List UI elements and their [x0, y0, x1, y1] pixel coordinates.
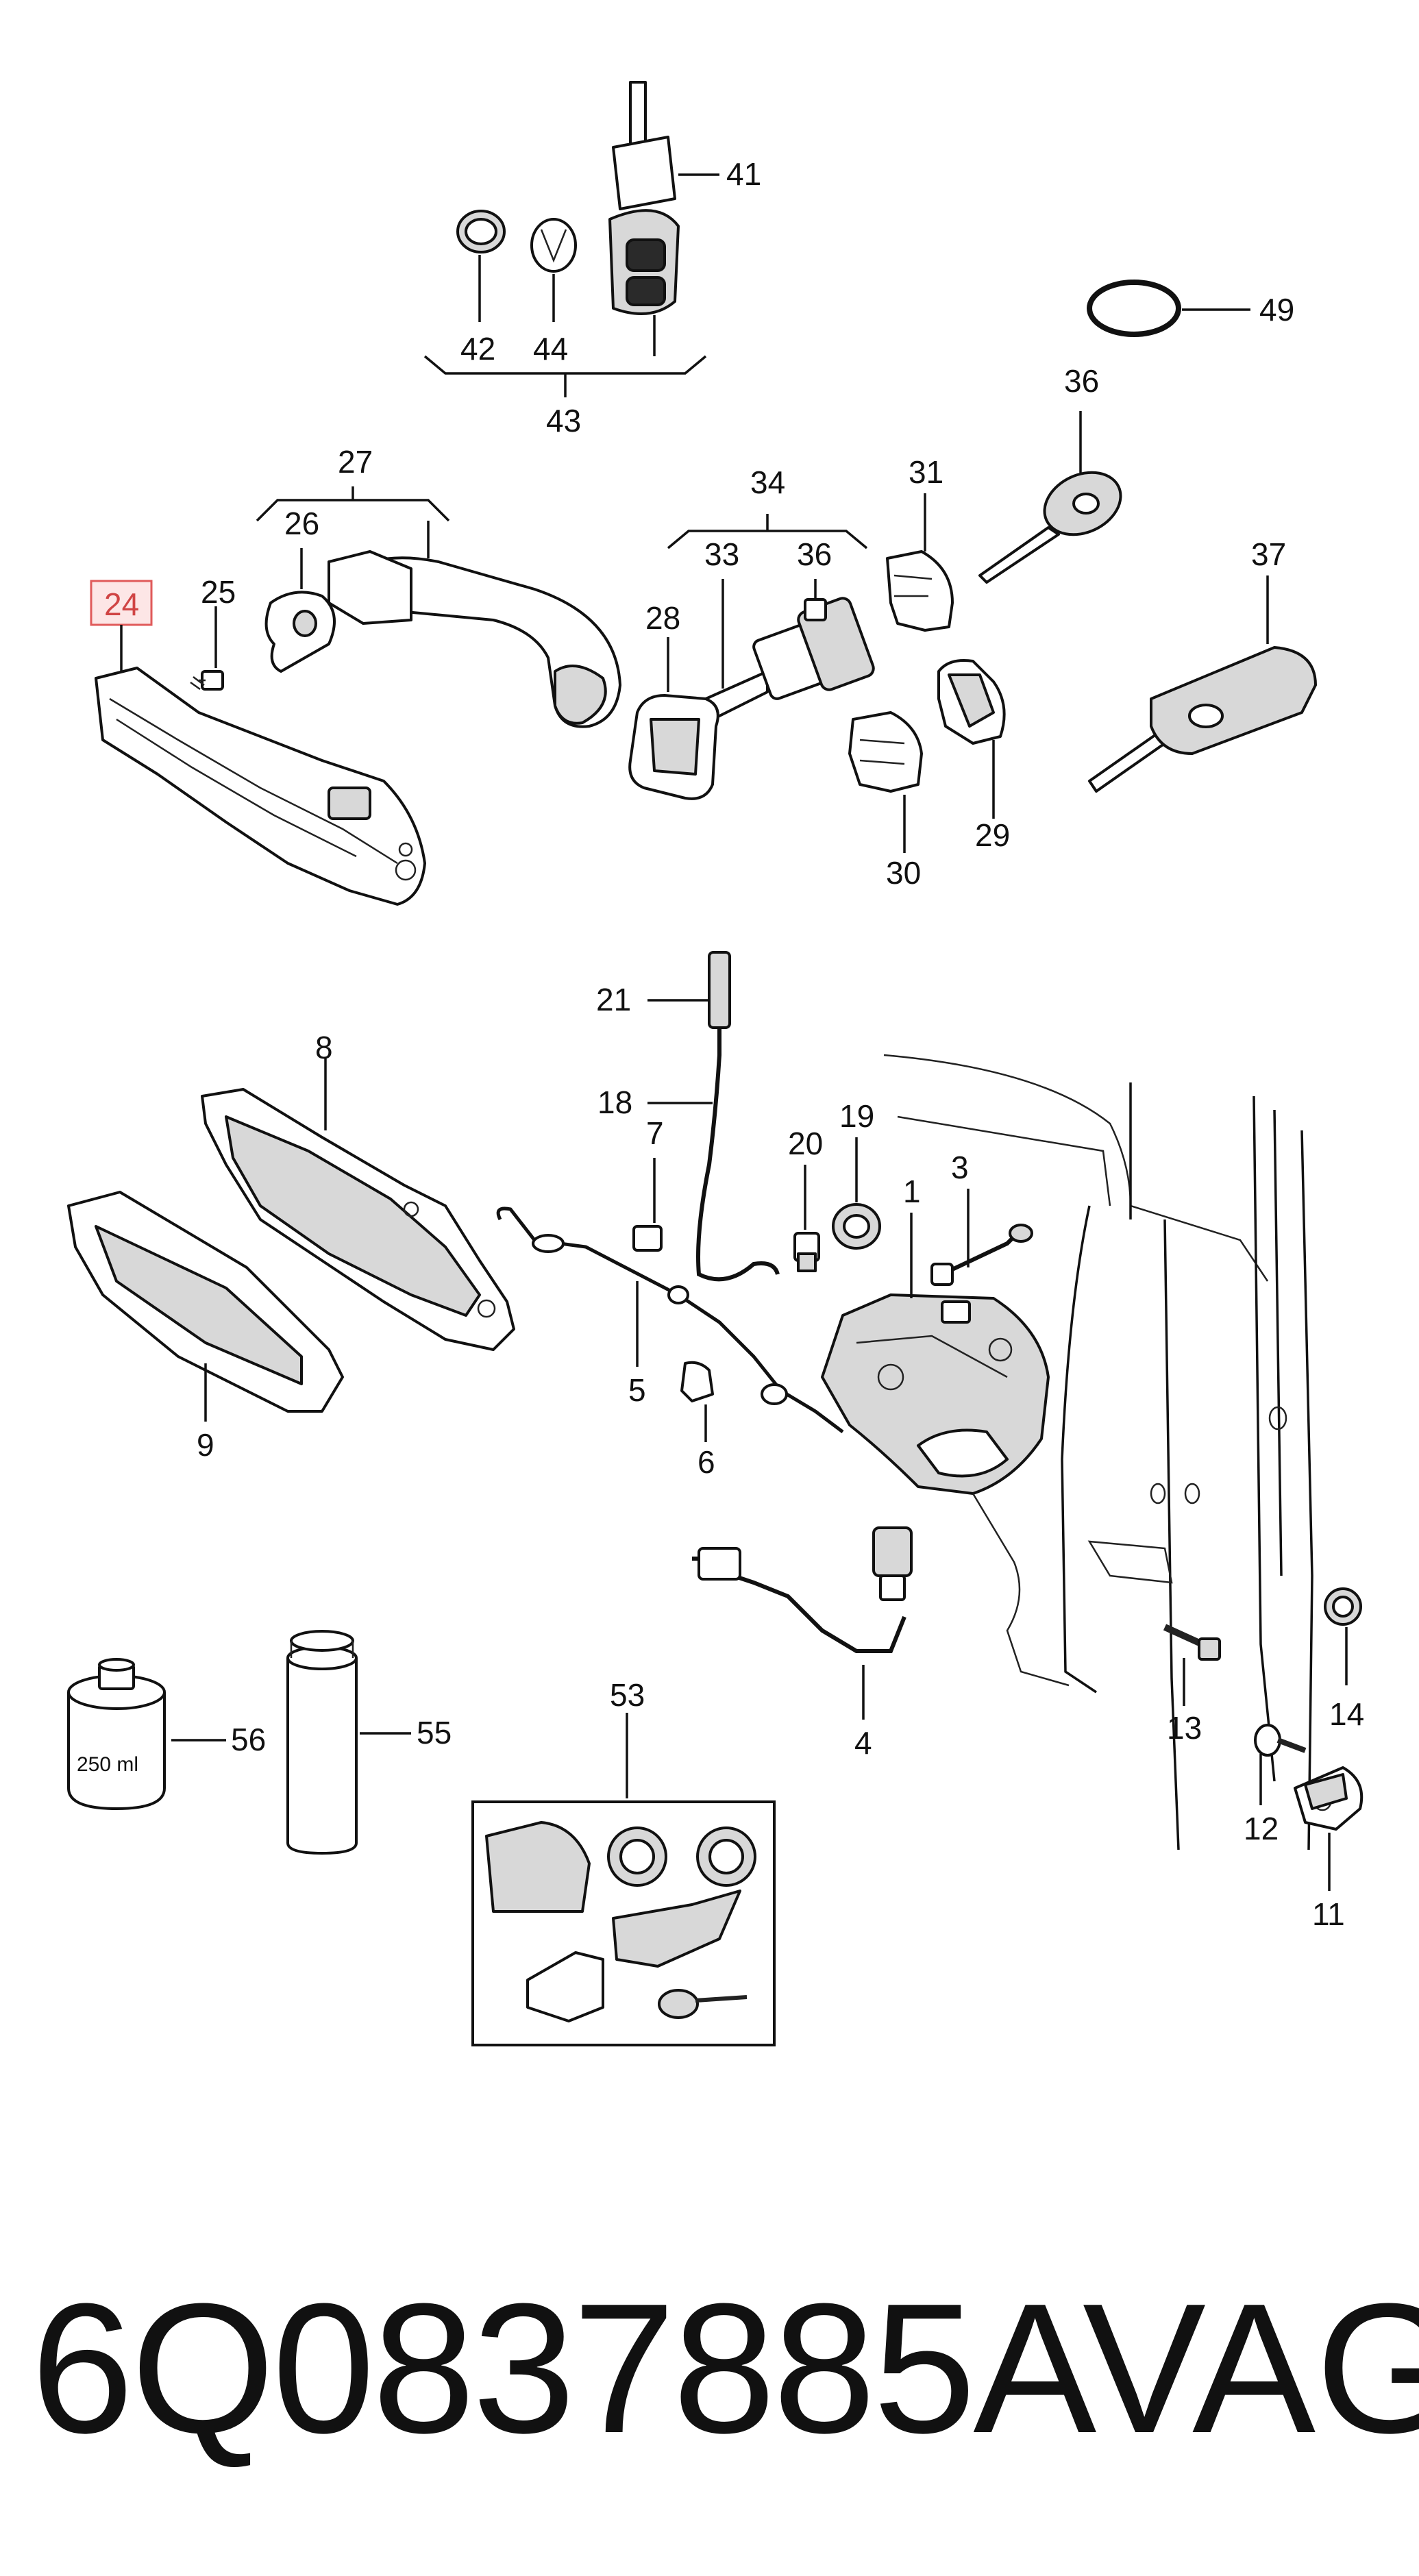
callout-53: 53 — [610, 1677, 645, 1713]
rod-21-18 — [696, 951, 780, 1282]
screw-25 — [190, 670, 224, 691]
callout-21: 21 — [596, 982, 631, 1017]
callout-49: 49 — [1259, 292, 1294, 327]
callout-4: 4 — [854, 1725, 872, 1761]
remote-key-37 — [1088, 646, 1317, 793]
lock-cylinder-33 — [704, 597, 875, 721]
grease-can-56 — [67, 1658, 166, 1810]
cable-5 — [496, 1206, 844, 1433]
callout-28: 28 — [645, 600, 680, 636]
handle-bracket-24 — [95, 667, 426, 906]
cover-29 — [937, 659, 1006, 745]
brand-name: VAG — [1083, 2266, 1419, 2472]
bolt-13 — [1163, 1624, 1221, 1661]
cap-30 — [848, 711, 923, 793]
cap-42 — [456, 210, 506, 253]
grommet-19 — [832, 1203, 881, 1250]
clip-6 — [680, 1361, 714, 1402]
callout-18: 18 — [597, 1085, 632, 1120]
callout-3: 3 — [951, 1150, 969, 1185]
callout-12: 12 — [1244, 1811, 1279, 1846]
callout-27: 27 — [338, 444, 373, 480]
badge-44 — [530, 218, 577, 273]
part-number: 6Q0837885A — [31, 2266, 1098, 2472]
callout-25: 25 — [201, 574, 236, 610]
callout-42: 42 — [460, 331, 495, 367]
seal-26 — [264, 591, 336, 673]
can-volume-label: 250 ml — [77, 1753, 138, 1776]
spray-can-55 — [286, 1630, 358, 1855]
bushing-20 — [793, 1232, 820, 1272]
cap-31 — [886, 550, 954, 632]
wiring-harness-4 — [692, 1526, 913, 1653]
callout-14: 14 — [1329, 1696, 1364, 1732]
callout-43: 43 — [546, 403, 581, 438]
callout-20: 20 — [788, 1126, 823, 1161]
inner-handle-bezel-9 — [67, 1191, 344, 1413]
gasket-28 — [628, 694, 719, 800]
callout-31: 31 — [909, 454, 943, 490]
nut-14 — [1324, 1587, 1362, 1626]
callout-34: 34 — [750, 465, 785, 500]
callout-41: 41 — [726, 156, 761, 192]
callout-37: 37 — [1251, 536, 1286, 572]
callout-1: 1 — [903, 1174, 921, 1209]
screw-12 — [1254, 1724, 1307, 1757]
callout-55: 55 — [417, 1715, 452, 1750]
callout-5: 5 — [628, 1372, 646, 1408]
callout-13: 13 — [1167, 1710, 1202, 1746]
callout-33: 33 — [704, 536, 739, 572]
callout-24: 24 — [104, 586, 139, 622]
callout-8: 8 — [315, 1030, 333, 1065]
callout-19: 19 — [839, 1098, 874, 1134]
key-cap-assembly — [608, 81, 680, 315]
callout-44: 44 — [533, 331, 568, 367]
striker-11 — [1294, 1766, 1364, 1831]
clip-7 — [632, 1225, 663, 1252]
callout-36-key: 36 — [1064, 363, 1099, 399]
outer-handle-27 — [328, 550, 621, 728]
microswitch-3 — [930, 1224, 1033, 1286]
callout-56: 56 — [231, 1722, 266, 1757]
door-lock-1 — [821, 1293, 1050, 1495]
callout-7: 7 — [646, 1115, 664, 1151]
inner-handle-frame-8 — [201, 1088, 515, 1351]
repair-kit-53 — [471, 1800, 776, 2046]
callout-6: 6 — [698, 1444, 715, 1480]
o-ring-49 — [1087, 280, 1181, 337]
callout-26: 26 — [284, 506, 319, 541]
callout-30: 30 — [886, 855, 921, 891]
key-blank-36 — [978, 471, 1122, 584]
callout-36-upper: 36 — [797, 536, 832, 572]
callout-29: 29 — [975, 817, 1010, 853]
callout-11: 11 — [1312, 1896, 1345, 1932]
callout-9: 9 — [197, 1427, 214, 1463]
